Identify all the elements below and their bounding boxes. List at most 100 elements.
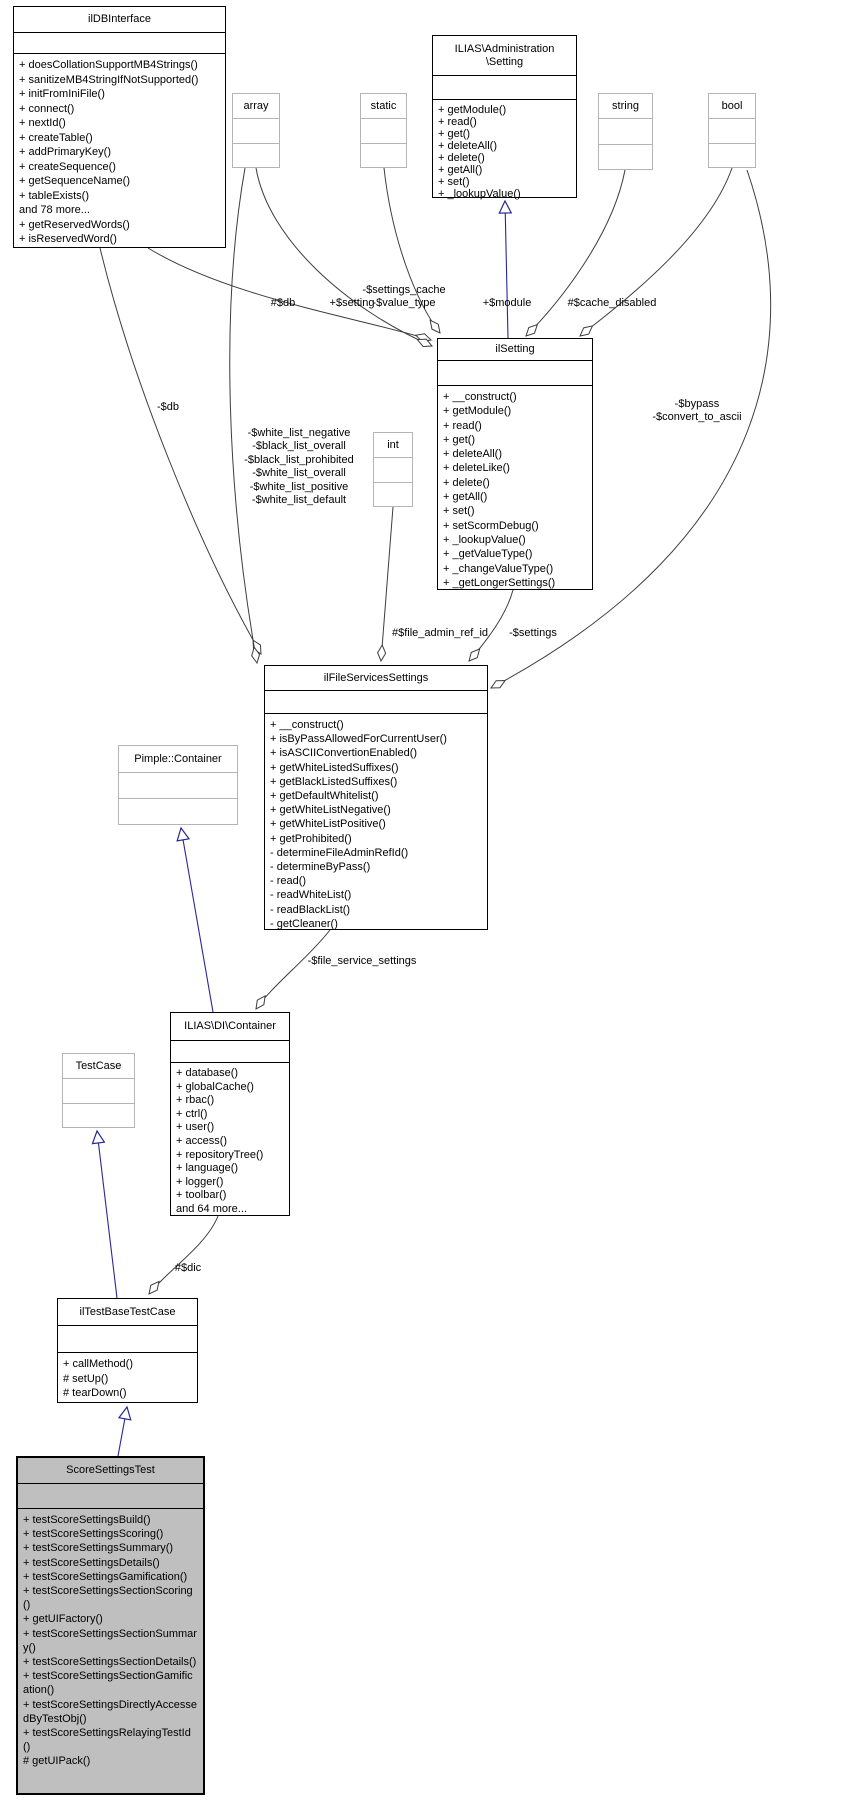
class-member: - readBlackList() (270, 903, 351, 916)
edge-label-line: -$black_list_prohibited (244, 453, 354, 466)
class-attributes-empty (171, 1041, 289, 1063)
class-member: + getWhiteListedSuffixes() (270, 761, 399, 774)
class-title-line: ilTestBaseTestCase (79, 1305, 176, 1318)
edge-label-line: -$db (156, 401, 180, 414)
edge-label-line: +$setting (329, 297, 375, 310)
class-box-bool[interactable]: bool (708, 93, 756, 168)
inheritance-edge-ilSetting-AdminSetting (498, 199, 513, 339)
class-box-ilDBInterface[interactable]: ilDBInterface + doesCollationSupportMB4St… (13, 6, 226, 248)
class-member: + set() (443, 505, 475, 518)
class-attributes-empty (438, 361, 592, 386)
class-box-PimpleContainer[interactable]: Pimple::Container (118, 745, 238, 825)
class-title: ILIAS\Administration\Setting (433, 36, 576, 76)
edge-label-setting: +$setting (330, 297, 375, 311)
class-box-int[interactable]: int (373, 432, 413, 507)
class-member: + __construct() (270, 719, 344, 731)
class-member: + getWhiteListPositive() (270, 818, 386, 831)
class-methods (361, 144, 406, 148)
class-member: + deleteAll() (438, 140, 498, 152)
edge-label-file-service-settings: -$file_service_settings (308, 955, 417, 969)
class-member: + isByPassAllowedForCurrentUser() (270, 733, 447, 746)
edge-label-line: #$db (270, 297, 296, 310)
class-member: + testScoreSettingsDirectlyAccessedByTes… (23, 1698, 197, 1725)
edge-label-cache-disabled: #$cache_disabled (568, 297, 657, 311)
class-member: + read() (443, 419, 482, 432)
class-box-ilSetting[interactable]: ilSetting+ __construct()+ getModule()+ r… (437, 338, 593, 590)
class-attributes-empty (599, 119, 652, 145)
class-member: and 64 more... (176, 1202, 247, 1215)
class-member: + globalCache() (176, 1080, 254, 1093)
class-methods: + getModule()+ read()+ get()+ deleteAll(… (433, 100, 576, 200)
class-methods: + doesCollationSupportMB4Strings()+ sani… (14, 54, 225, 247)
class-title: ilDBInterface (14, 7, 225, 33)
class-member: + getReservedWords() (19, 218, 130, 231)
class-member: + testScoreSettingsSectionSummary() (23, 1627, 197, 1654)
class-member: + rbac() (176, 1094, 215, 1107)
class-member: + doesCollationSupportMB4Strings() (19, 59, 198, 71)
class-attributes-empty (374, 458, 412, 483)
class-methods: + __construct() + isByPassAllowedForCurre… (265, 714, 487, 931)
class-member: + testScoreSettingsDetails() (23, 1556, 160, 1569)
aggregation-edge-ilSetting-ilFileServicesSettings (469, 589, 514, 661)
inheritance-edge-DIContainer-PimpleContainer (176, 826, 214, 1013)
aggregation-edge-static-ilSetting (383, 167, 440, 333)
class-attributes-empty (18, 1484, 203, 1509)
class-attributes-empty (58, 1326, 197, 1353)
edge-label-line: -$settings (509, 627, 557, 640)
class-attributes-empty (265, 691, 487, 714)
class-methods (63, 1104, 134, 1108)
class-member: + testScoreSettingsGamification() (23, 1570, 188, 1583)
class-member: + get() (443, 433, 476, 446)
edge-label-line: -$white_list_default (251, 494, 347, 506)
class-member: + testScoreSettingsSectionGamification() (23, 1670, 193, 1697)
class-methods (374, 483, 412, 487)
class-methods (599, 145, 652, 149)
edge-label-db-setting: #$db (271, 297, 295, 311)
class-title: ilFileServicesSettings (265, 666, 487, 691)
class-member: + set() (438, 176, 470, 188)
class-box-ScoreSettingsTest[interactable]: ScoreSettingsTest+ testScoreSettingsBuil… (16, 1456, 205, 1795)
class-box-DIContainer[interactable]: ILIAS\DI\Container+ database()+ globalCa… (170, 1012, 290, 1216)
class-member: + read() (438, 116, 477, 128)
class-box-array[interactable]: array (232, 93, 280, 168)
class-box-static[interactable]: static (360, 93, 407, 168)
class-member: + getDefaultWhitelist() (270, 790, 379, 803)
class-methods: + __construct()+ getModule()+ read()+ ge… (438, 386, 592, 590)
class-title: int (374, 433, 412, 458)
class-methods: + callMethod()# setUp()# tearDown() (58, 1353, 197, 1401)
class-box-AdminSetting[interactable]: ILIAS\Administration\Setting + getModule(… (432, 35, 577, 200)
class-member: + database() (176, 1067, 239, 1079)
aggregation-edge-ilDBInterface-ilFileServicesSettings (99, 247, 261, 654)
class-member: + _getLongerSettings() (443, 576, 556, 589)
class-box-TestCase[interactable]: TestCase (62, 1053, 135, 1128)
aggregation-edge-bool-ilFileServicesSettings (491, 169, 772, 688)
edge-label-line: -$file_service_settings (307, 955, 417, 968)
class-title: bool (709, 94, 755, 119)
class-title: ilTestBaseTestCase (58, 1299, 197, 1326)
class-member: + user() (176, 1121, 215, 1134)
edge-label-line: -$white_list_negative (247, 426, 351, 439)
aggregation-edge-ilDBInterface-ilSetting (147, 247, 431, 340)
class-member: + _lookupValue() (438, 188, 521, 200)
edge-label-line: -$settings_cache (362, 283, 446, 296)
edge-label-line: -$value_type (372, 297, 436, 309)
class-attributes-empty (14, 33, 225, 54)
edge-label-white-lists: -$white_list_negative-$black_list_overal… (244, 427, 353, 508)
class-member: + getProhibited() (270, 832, 352, 845)
class-member: + _lookupValue() (443, 533, 526, 546)
class-box-string[interactable]: string (598, 93, 653, 170)
class-member: + getAll() (438, 164, 483, 176)
class-member: + testScoreSettingsSummary() (23, 1542, 174, 1555)
aggregation-edge-bool-ilSetting (580, 167, 733, 336)
class-member: + testScoreSettingsBuild() (23, 1514, 151, 1526)
class-box-ilFileServicesSettings[interactable]: ilFileServicesSettings + __construct() + i… (264, 665, 488, 930)
aggregation-edge-array-ilFileServicesSettings (229, 167, 257, 663)
class-member: + setScormDebug() (443, 519, 539, 532)
class-box-ilTestBaseTestCase[interactable]: ilTestBaseTestCase + callMethod()# setUp(… (57, 1298, 198, 1403)
class-member: + testScoreSettingsRelayingTestId() (23, 1727, 191, 1754)
edge-label-db-fss: -$db (157, 401, 179, 415)
class-methods: + database()+ globalCache()+ rbac()+ ctr… (171, 1063, 289, 1217)
edge-label-module: +$module (483, 297, 532, 311)
class-title-line: Pimple::Container (134, 752, 222, 765)
class-member: + getWhiteListNegative() (270, 804, 391, 817)
